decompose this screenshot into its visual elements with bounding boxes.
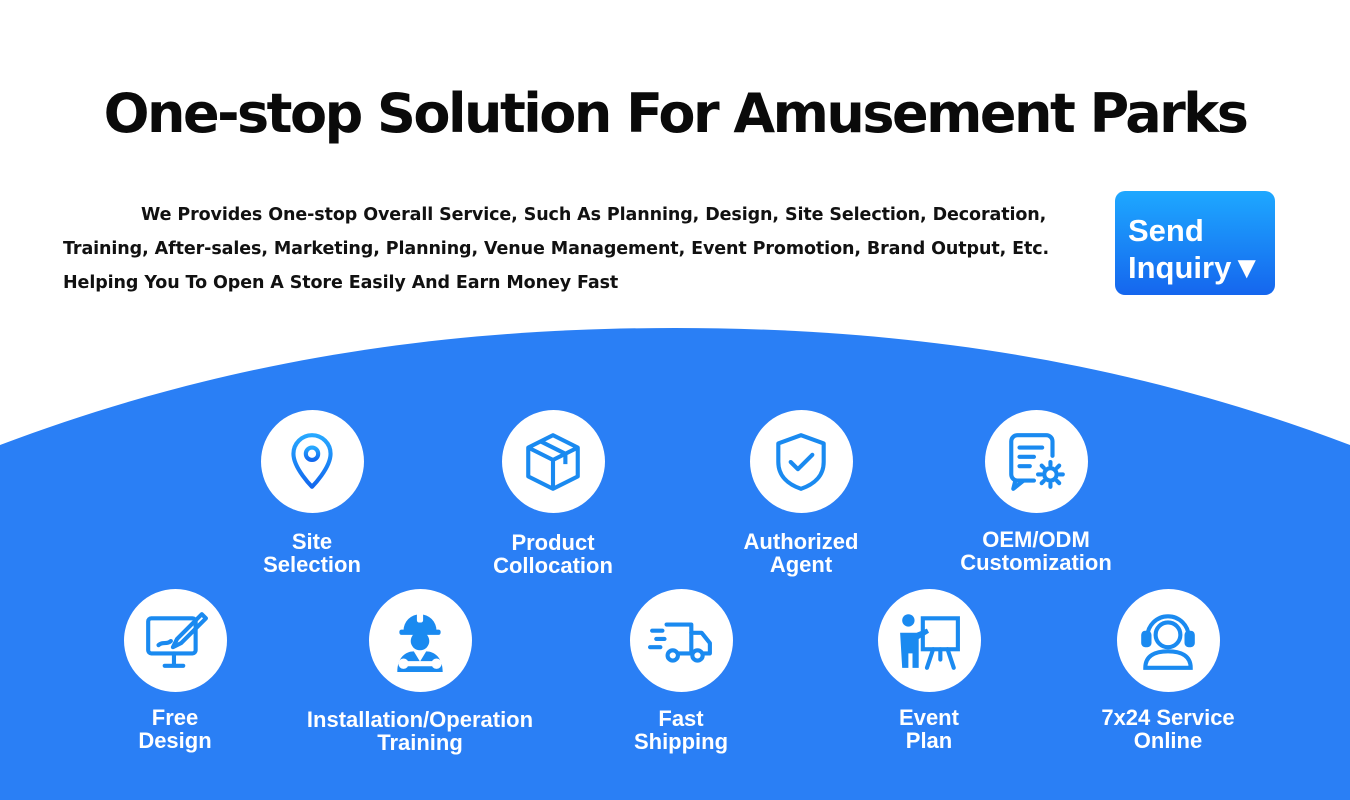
description-line-1: We Provides One-stop Overall Service, Su… [141, 205, 1047, 225]
delivery-truck-icon [648, 621, 712, 663]
service-label-line-1: Product [511, 530, 595, 555]
shield-check-icon [776, 432, 826, 491]
service-label: Site Selection [162, 530, 462, 576]
service-label: Fast Shipping [531, 707, 831, 753]
service-label-line-2: Collocation [493, 553, 613, 578]
service-label-line-2: Selection [263, 552, 361, 577]
page-title: One-stop Solution For Amusement Parks [103, 82, 1249, 145]
send-inquiry-line-1: Send [1128, 213, 1204, 248]
description-line-3: Helping You To Open A Store Easily And E… [63, 273, 619, 293]
service-label: OEM/ODM Customization [886, 528, 1186, 574]
service-label-line-2: Design [138, 728, 212, 753]
presenter-board-icon [900, 613, 960, 670]
service-label: Installation/Operation Training [270, 708, 570, 754]
service-label-line-1: 7x24 Service [1101, 705, 1235, 730]
design-monitor-icon [146, 611, 208, 668]
service-label-line-2: Training [377, 730, 463, 755]
location-pin-icon [291, 432, 333, 493]
headset-support-icon [1141, 613, 1195, 670]
package-box-icon [526, 432, 580, 491]
service-label: Authorized Agent [651, 530, 951, 576]
worker-wrench-icon [397, 611, 443, 672]
service-label-line-1: Fast [658, 706, 704, 731]
service-icon-circle [1116, 589, 1220, 692]
service-label: Event Plan [779, 706, 1079, 752]
service-icon-circle [877, 589, 981, 692]
service-icon-circle [368, 589, 472, 692]
service-label-line-1: OEM/ODM [982, 527, 1090, 552]
service-label-line-2: Plan [905, 728, 953, 753]
service-icon-circle [749, 410, 853, 513]
service-label-line-1: Site [291, 529, 333, 554]
service-label: 7x24 Service Online [1018, 706, 1318, 752]
service-icon-circle [984, 410, 1088, 513]
service-label-line-1: Authorized [743, 529, 859, 554]
service-label-line-2: Shipping [633, 729, 729, 754]
send-inquiry-line-2: Inquiry▼ [1128, 250, 1263, 285]
document-gear-icon [1009, 432, 1065, 491]
service-label-line-1: Event [899, 705, 959, 730]
service-label-line-2: Customization [960, 550, 1112, 575]
intro-description: We Provides One-stop Overall Service, Su… [63, 198, 1088, 300]
service-label-line-1: Installation/Operation [306, 707, 534, 732]
description-line-2: Training, After-sales, Marketing, Planni… [63, 239, 1050, 259]
send-inquiry-button[interactable]: Send Inquiry▼ [1115, 191, 1275, 295]
service-label-line-2: Online [1133, 728, 1203, 753]
service-label: Product Collocation [403, 531, 703, 577]
service-label-line-1: Free [151, 705, 199, 730]
service-icon-circle [629, 589, 733, 692]
service-icon-circle [260, 410, 364, 513]
service-icon-circle [123, 589, 227, 692]
service-label: Free Design [25, 706, 325, 752]
service-icon-circle [501, 410, 605, 513]
service-label-line-2: Agent [769, 552, 833, 577]
